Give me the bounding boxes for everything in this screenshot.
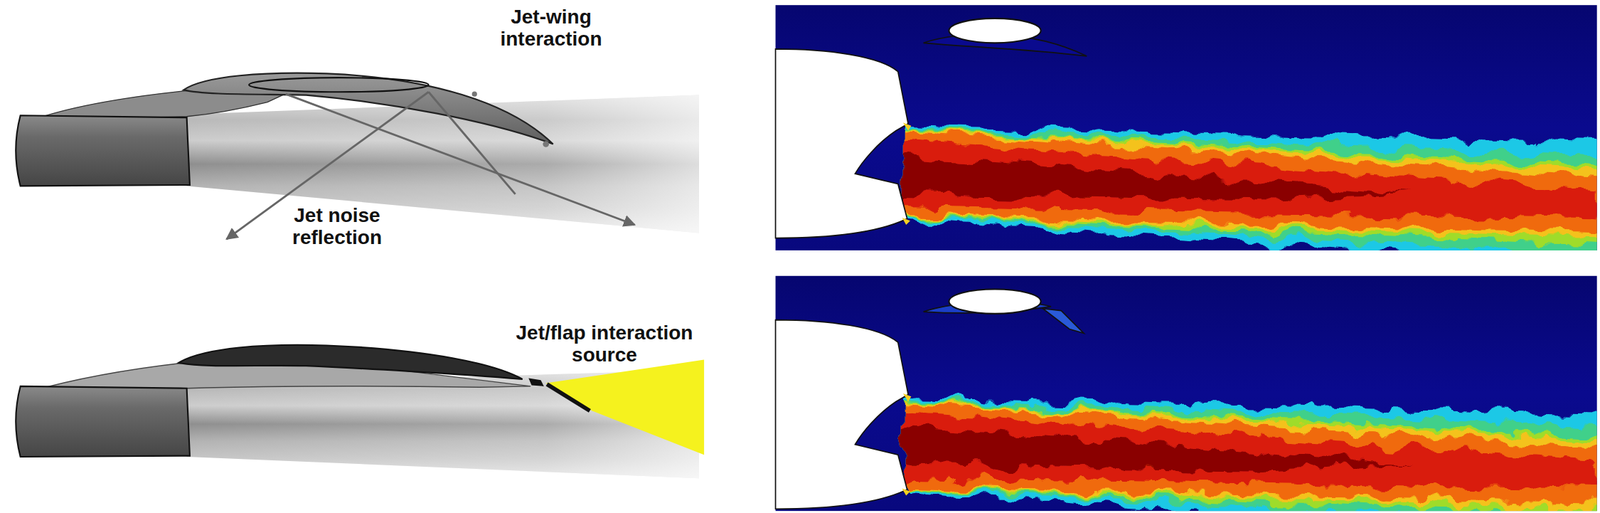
callout-label: Jet/flap interaction source (503, 321, 707, 367)
callout-label: Jet-wing interaction (483, 5, 619, 51)
callout-label: Jet noise reflection (269, 204, 405, 249)
cfd-snapshot (775, 275, 1600, 513)
cfd-snapshot (775, 4, 1600, 268)
